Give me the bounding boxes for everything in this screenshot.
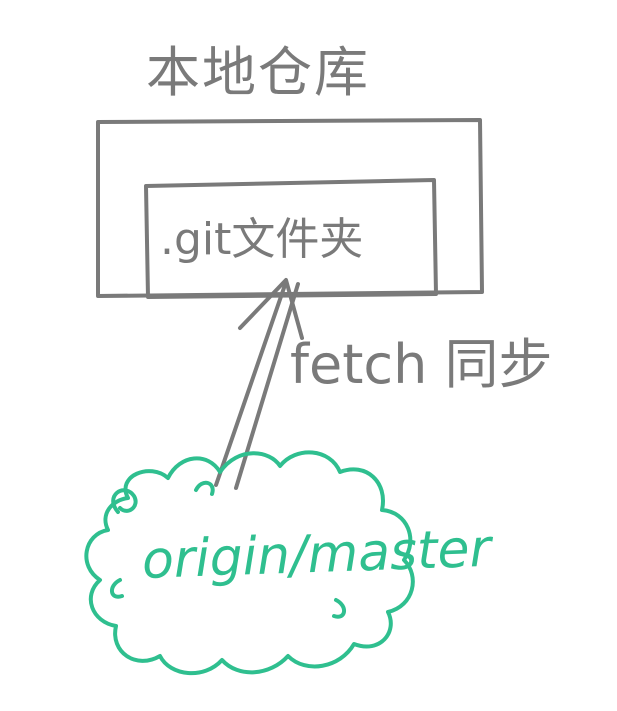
remote-cloud: [84, 450, 415, 675]
git-folder-label: .git文件夹: [160, 214, 364, 265]
cloud-scribbles: [110, 480, 346, 619]
git-folder-box: [144, 178, 438, 299]
remote-branch-label: origin/master: [140, 518, 492, 591]
local-repo-box: [96, 118, 484, 298]
local-repo-title: 本地仓库: [146, 41, 370, 104]
fetch-sync-label: fetch 同步: [290, 333, 553, 396]
